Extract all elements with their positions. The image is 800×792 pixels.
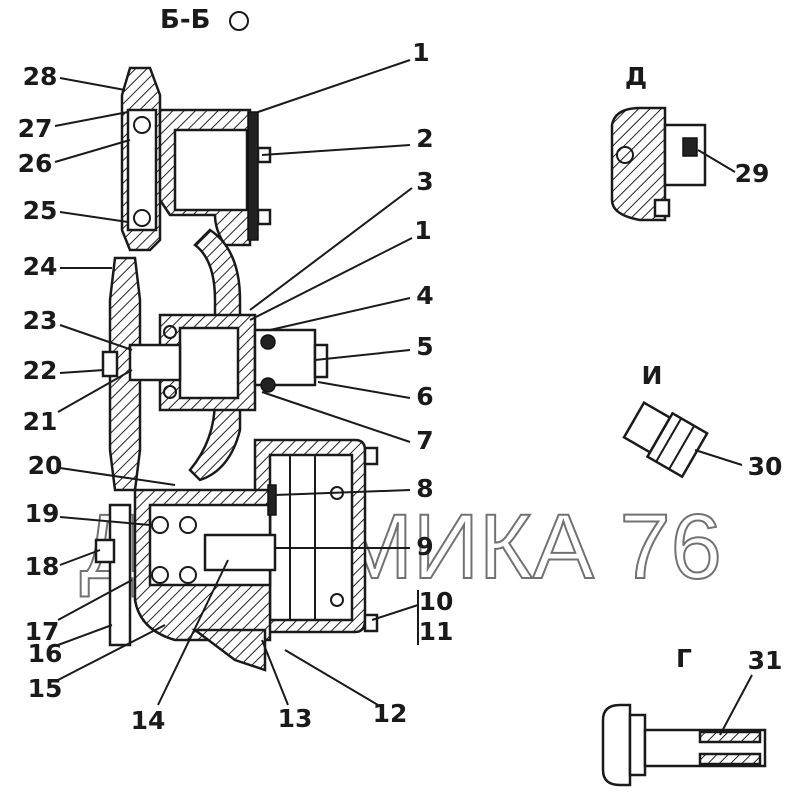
callout: 6 [416, 382, 433, 411]
callout: 25 [23, 196, 58, 225]
callout: 22 [23, 356, 58, 385]
callout: 27 [18, 114, 53, 143]
callout: 13 [278, 704, 313, 733]
callout: 24 [23, 252, 58, 281]
view-label-i: И [642, 361, 663, 390]
callout: 1 [412, 38, 429, 67]
callout: 19 [25, 499, 60, 528]
callout: 30 [748, 452, 783, 481]
callout: 18 [25, 552, 60, 581]
view-label-d: Д [625, 62, 647, 91]
detail-view-g: Г [601, 644, 767, 787]
callout: 4 [416, 281, 433, 310]
view-label-g: Г [676, 644, 692, 673]
callout: 2 [416, 124, 433, 153]
callout: 7 [416, 426, 433, 455]
callout: 1 [414, 216, 431, 245]
view-rotation-icon [229, 11, 249, 31]
callout: 14 [131, 706, 166, 735]
section-title: Б-Б [160, 5, 210, 35]
callouts: 1 2 3 1 4 5 6 7 8 9 10 11 12 13 14 15 16… [18, 38, 783, 735]
callout: 26 [18, 149, 53, 178]
callout: 9 [416, 532, 433, 561]
callout: 15 [28, 674, 63, 703]
callout: 8 [416, 474, 433, 503]
detail-view-d: Д [610, 62, 707, 222]
callout: 11 [419, 617, 454, 646]
callout: 12 [373, 699, 408, 728]
main-section-view [94, 66, 379, 672]
callout: 21 [23, 407, 58, 436]
callout: 10 [419, 587, 454, 616]
detail-view-i: И [622, 361, 709, 479]
callout: 5 [416, 332, 433, 361]
callout: 31 [748, 646, 783, 675]
callout: 28 [23, 62, 58, 91]
callout: 29 [735, 159, 770, 188]
leader-lines [54, 59, 753, 736]
callout: 20 [28, 451, 63, 480]
callout: 23 [23, 306, 58, 335]
callout: 16 [28, 639, 63, 668]
callout: 17 [25, 617, 60, 646]
callout: 3 [416, 167, 433, 196]
